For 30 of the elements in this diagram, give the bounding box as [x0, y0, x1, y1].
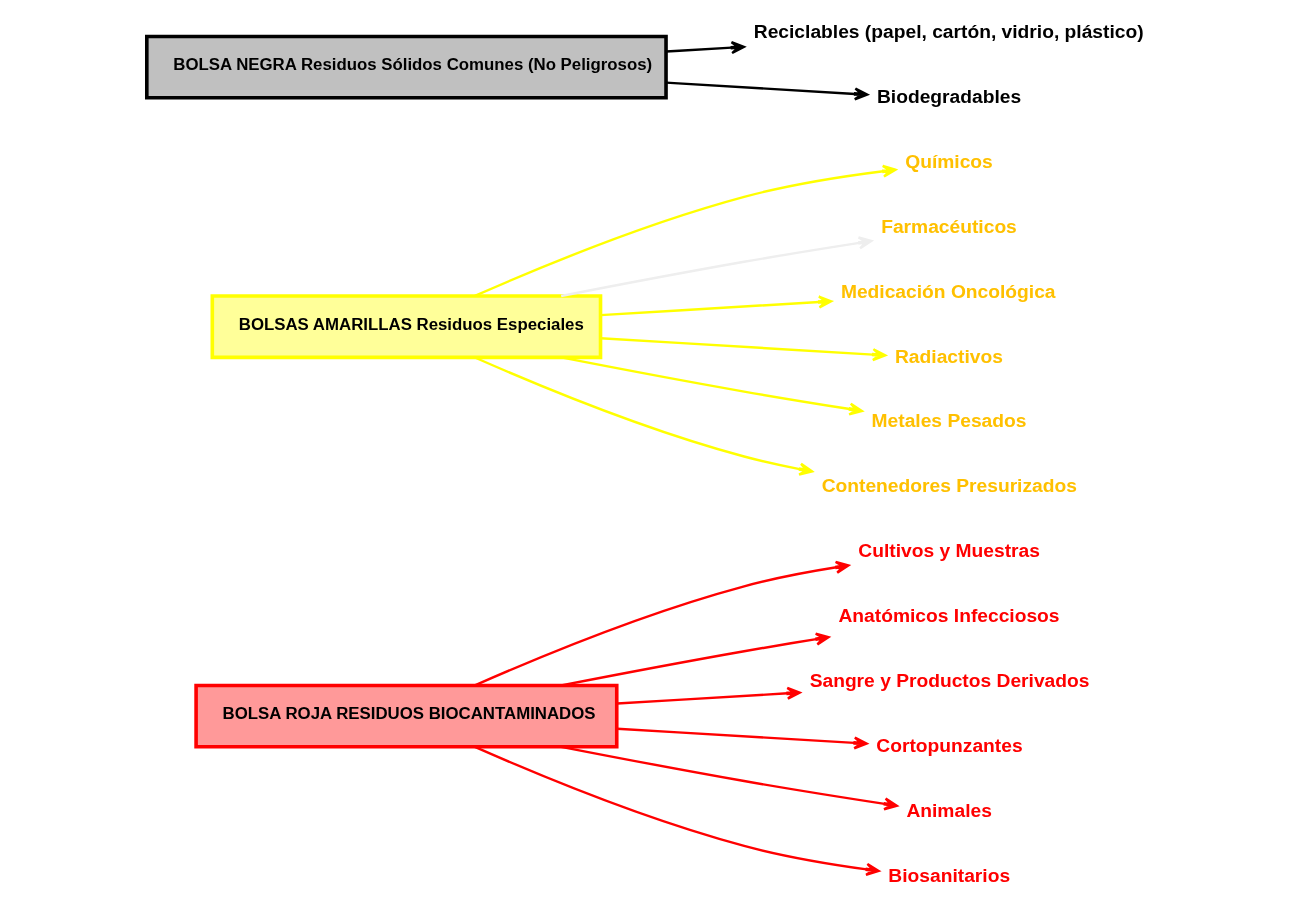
arrow: [616, 686, 801, 705]
arrow: [616, 727, 868, 750]
arrow: [600, 337, 886, 362]
node-text: Radiactivos: [894, 345, 1003, 367]
arrow: [473, 164, 897, 297]
node-text: Metales Pesados: [871, 410, 1026, 432]
node-text: Biodegradables: [876, 85, 1021, 107]
arrow: [473, 356, 813, 476]
node-text: Farmacéuticos: [880, 215, 1017, 237]
arrow: [560, 745, 898, 811]
arrow: [560, 632, 830, 687]
node-text: Contenedores Presurizados: [821, 475, 1077, 497]
node-text: Sangre y Productos Derivados: [809, 670, 1089, 692]
node-text: Anatómicos Infecciosos: [837, 605, 1060, 627]
arrow: [473, 560, 850, 687]
arrow: [665, 81, 868, 101]
arrow: [665, 41, 745, 55]
arrow: [560, 236, 872, 298]
node-text: Cortopunzantes: [875, 734, 1023, 756]
node-text: Cultivos y Muestras: [857, 540, 1040, 562]
node-text: Químicos: [904, 150, 993, 172]
node-text: Medicación Oncológica: [840, 280, 1056, 302]
node-text: Biosanitarios: [887, 864, 1010, 886]
node-box: BOLSA NEGRA Residuos Sólidos Comunes (No Peligrosos): [144, 34, 668, 100]
node-box: BOLSA ROJA RESIDUOS BIOCANTAMINADOS: [193, 683, 619, 749]
node-box: BOLSAS AMARILLAS Residuos Especiales: [210, 294, 602, 360]
arrow: [473, 745, 880, 876]
node-text: Animales: [905, 799, 992, 821]
arrow: [600, 295, 832, 317]
node-text: Reciclables (papel, cartón, vidrio, plástico): [753, 21, 1144, 42]
